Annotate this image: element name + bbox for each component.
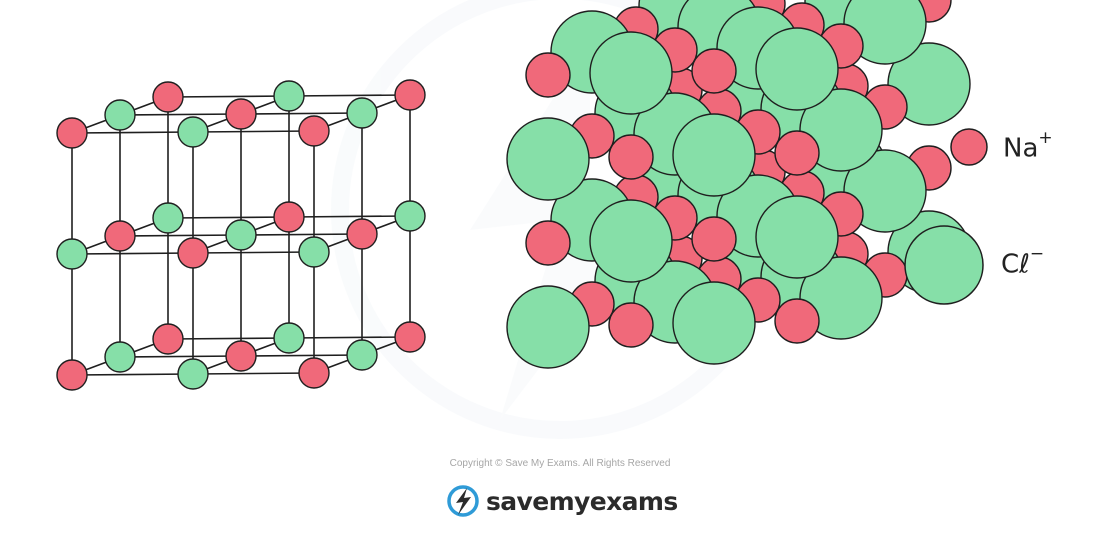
chloride-ion [672,113,756,197]
sodium-ion [691,48,737,94]
chloride-ion [56,238,88,270]
sodium-ion [177,237,209,269]
sodium-ion [525,52,571,98]
chloride-ion [152,202,184,234]
legend [904,128,988,305]
legend-swatch-sodium [950,128,988,166]
chloride-ion [346,97,378,129]
legend-swatch-chloride [904,225,984,305]
sodium-ion [104,220,136,252]
bond-line [192,372,315,375]
chloride-ion [506,117,590,201]
bond-line [192,251,315,254]
sodium-ion [608,134,654,180]
bond-line [119,355,242,358]
sodium-ion [608,302,654,348]
bond-line [240,112,363,115]
chloride-ion [225,219,257,251]
chloride-ion [887,42,971,126]
sodium-ion [273,201,305,233]
chloride-ion [799,88,883,172]
bond-line [167,337,290,340]
chloride-ion [273,322,305,354]
sodium-ion [298,357,330,389]
sodium-ion [525,220,571,266]
bond-line [192,130,315,133]
bond-line [167,216,290,219]
bond-line [240,354,363,357]
brand-wordmark: savemyexams [486,486,678,516]
sodium-charge: + [1038,128,1053,148]
sodium-ion [774,298,820,344]
chloride-ion [177,358,209,390]
chloride-ion [273,80,305,112]
sodium-ion [691,216,737,262]
chloride-ion [104,341,136,373]
lightning-bolt-icon [447,485,479,517]
chloride-ion [177,116,209,148]
chloride-ion [755,27,839,111]
sodium-symbol: Na [1003,133,1039,164]
chloride-ion [799,256,883,340]
sodium-ion [225,340,257,372]
brand-logo[interactable]: savemyexams [446,483,678,519]
copyright-notice: Copyright © Save My Exams. All Rights Re… [449,458,671,469]
chloride-ion [104,99,136,131]
bond-line [71,373,194,376]
bond-line [288,336,411,339]
bond-line [288,94,411,97]
chloride-ion [298,236,330,268]
chloride-ion [506,285,590,369]
chloride-symbol: Cℓ [1001,249,1030,280]
chloride-charge: − [1029,244,1045,264]
sodium-ion [394,321,426,353]
chloride-ion [346,339,378,371]
bond-line [71,131,194,134]
ionic-lattice-space-filling [506,0,971,369]
bond-line [71,252,194,255]
sodium-ion [225,98,257,130]
sodium-ion [56,359,88,391]
chloride-ion [672,281,756,365]
chloride-ion [755,195,839,279]
sodium-ion [394,79,426,111]
lattice-ions [56,79,426,391]
legend-label-chloride: Cℓ− [1001,244,1044,280]
chloride-ion [589,31,673,115]
bond-line [240,233,363,236]
sodium-ion [152,81,184,113]
chloride-ion [843,0,927,65]
sodium-ion [346,218,378,250]
chloride-ion [843,149,927,233]
bond-line [119,234,242,237]
sodium-ion [298,115,330,147]
chloride-ion [394,200,426,232]
chloride-ion [589,199,673,283]
sodium-ion [774,130,820,176]
sodium-ion [56,117,88,149]
bond-line [288,215,411,218]
sodium-ion [152,323,184,355]
legend-label-sodium: Na+ [1003,128,1053,164]
bond-line [119,113,242,116]
bond-line [167,95,290,98]
ionic-lattice-ball-and-stick [56,79,426,391]
